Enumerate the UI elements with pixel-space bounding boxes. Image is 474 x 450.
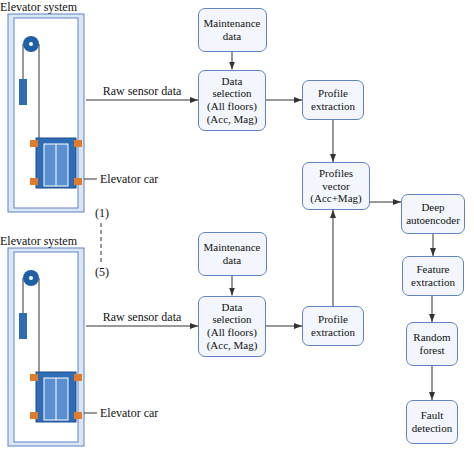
node-text: Profile extraction [307, 87, 359, 112]
process-box: Fault detection [406, 400, 458, 444]
process-box: Maintenance data [198, 232, 267, 276]
node-text: Maintenance data [203, 241, 262, 266]
leader-line [84, 179, 97, 180]
flow-arrow [86, 100, 198, 101]
flow-arrow [370, 202, 401, 203]
flow-arrow [266, 100, 302, 101]
process-box: Profile extraction [302, 80, 364, 120]
leader-line [84, 413, 97, 414]
elevator-system: Elevator system [0, 234, 86, 448]
flow-arrow [432, 296, 433, 322]
part-label: Elevator car [100, 406, 158, 420]
flow-arrow [86, 326, 198, 327]
flow-arrow [232, 276, 233, 296]
process-box: Profile extraction [302, 306, 364, 346]
node-text: Data selection (All floors) (Acc, Mag) [203, 301, 261, 352]
process-box: Maintenance data [198, 8, 267, 52]
callout-number: (1) [95, 206, 109, 220]
flow-arrow [433, 234, 434, 256]
node-text: Fault detection [411, 409, 453, 434]
node-text: Random forest [411, 331, 453, 356]
part-label: Elevator car [100, 172, 158, 186]
flow-arrow [333, 210, 334, 306]
process-box: Random forest [406, 322, 458, 366]
dashed-line [101, 223, 102, 262]
node-text: Deep autoencoder [406, 201, 460, 226]
edge-label: Raw sensor data [102, 84, 183, 98]
node-text: Profiles vector (Acc+Mag) [307, 167, 365, 205]
node-text: Data selection (All floors) (Acc, Mag) [203, 75, 261, 126]
process-box: Data selection (All floors) (Acc, Mag) [198, 296, 266, 357]
node-text: Maintenance data [203, 17, 262, 42]
process-box: Deep autoencoder [401, 194, 465, 234]
elevator-shaft [8, 14, 84, 212]
process-box: Data selection (All floors) (Acc, Mag) [198, 70, 266, 131]
edge-label: Raw sensor data [102, 310, 183, 324]
flow-arrow [432, 366, 433, 400]
node-text: Elevator system [0, 0, 86, 14]
process-box: Feature extraction [402, 256, 464, 296]
flow-arrow [333, 120, 334, 162]
process-box: Profiles vector (Acc+Mag) [302, 162, 370, 210]
node-text: Elevator system [0, 234, 86, 248]
node-text: Feature extraction [407, 263, 459, 288]
flow-arrow [266, 326, 302, 327]
flow-arrow [232, 52, 233, 70]
elevator-system: Elevator system [0, 0, 86, 214]
callout-number: (5) [95, 265, 109, 279]
elevator-shaft [8, 248, 84, 446]
node-text: Profile extraction [307, 313, 359, 338]
